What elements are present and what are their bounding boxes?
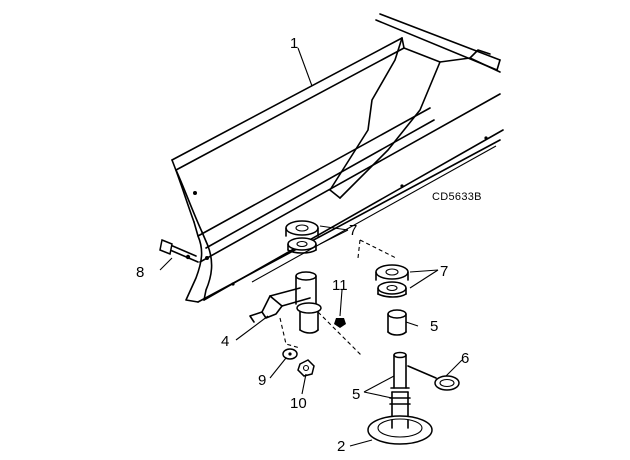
washer-stack-right: [375, 264, 409, 298]
spindle: [367, 351, 433, 445]
callout-4: 4: [221, 333, 229, 350]
callout-9: 9: [258, 372, 266, 389]
washer-stack-upper: [285, 220, 319, 254]
washer-and-nut: [282, 348, 315, 377]
alignment-lines: [279, 239, 397, 357]
bushing: [387, 309, 407, 336]
lynch-pin: [407, 365, 460, 391]
nut-11: [334, 318, 346, 328]
callout-1: 1: [290, 35, 298, 52]
leader-lines: [159, 47, 463, 447]
callout-5-bushing: 5: [430, 318, 438, 335]
callout-8: 8: [136, 264, 144, 281]
figure-code: CD5633B: [432, 191, 482, 203]
callout-6: 6: [461, 350, 469, 367]
callout-7-right: 7: [440, 263, 448, 280]
callout-7-upper: 7: [349, 222, 357, 239]
callout-5-spindle: 5: [352, 386, 360, 403]
pivot-bracket: [249, 271, 322, 334]
callout-2: 2: [337, 438, 345, 455]
bolt: [159, 238, 199, 263]
blade-assembly: [171, 13, 504, 303]
callout-10: 10: [290, 395, 307, 412]
callout-11: 11: [332, 277, 348, 294]
